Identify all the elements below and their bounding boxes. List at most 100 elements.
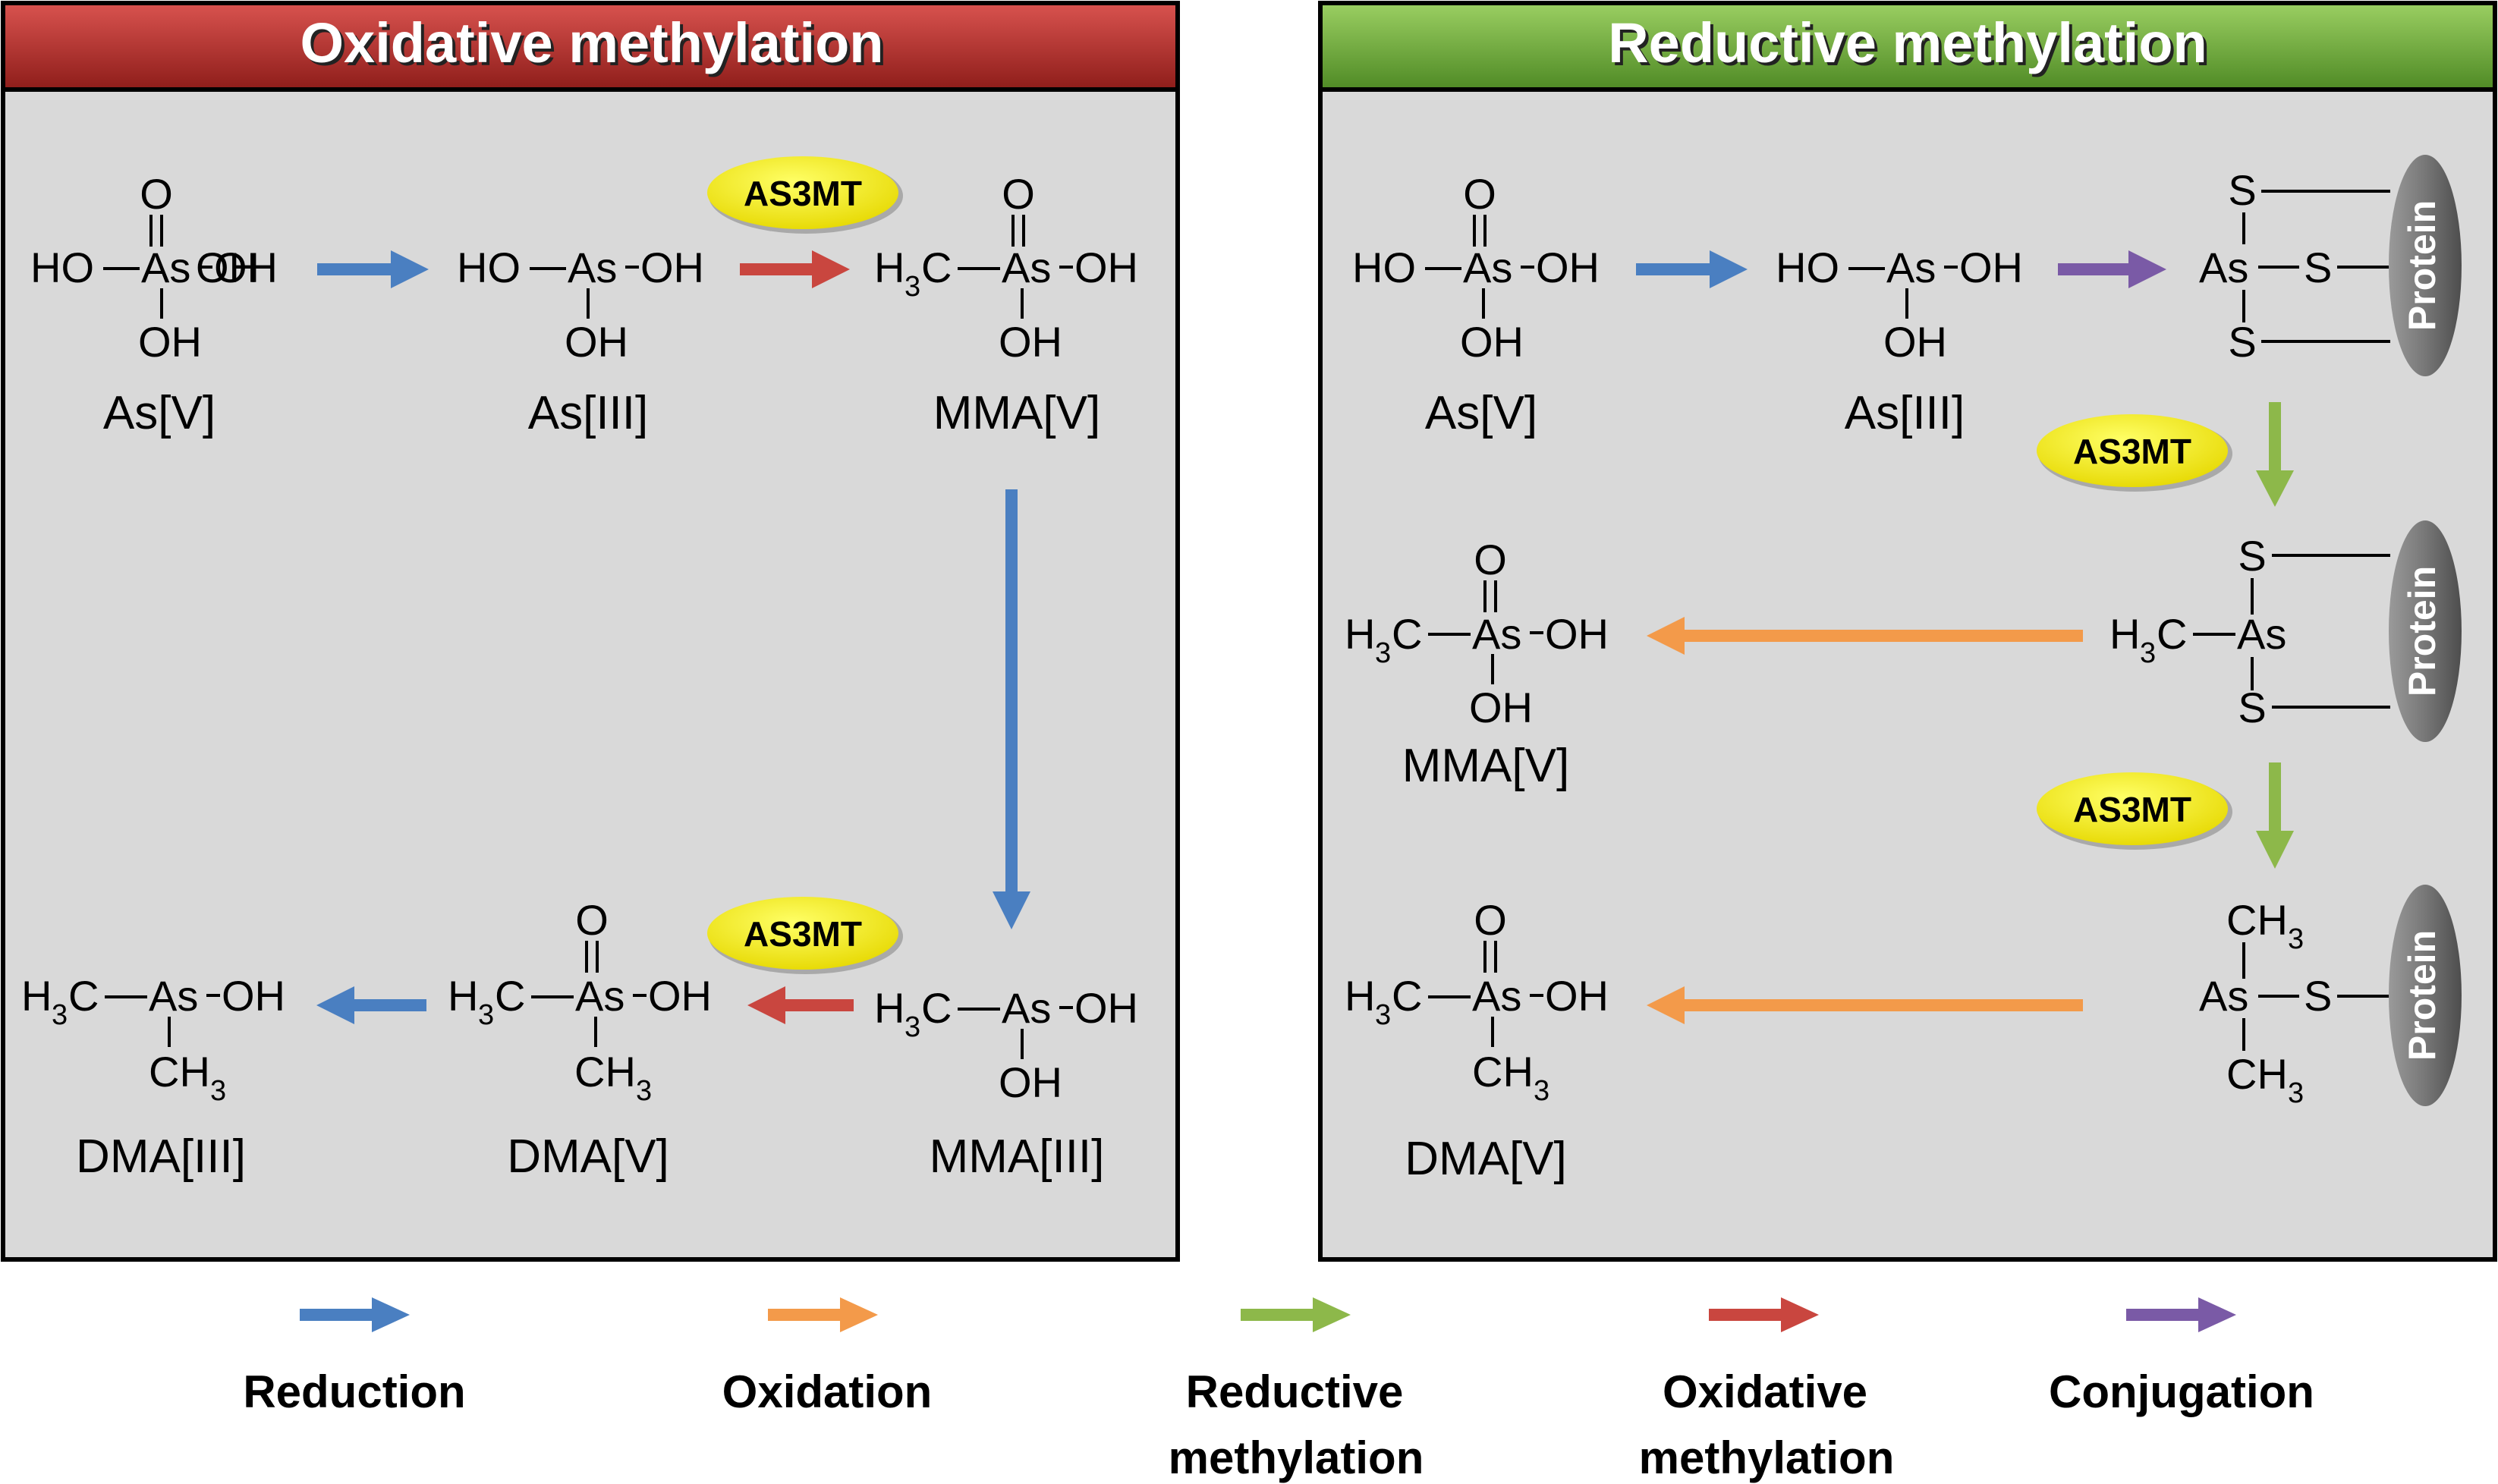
oh-label: OH [1074, 984, 1138, 1032]
compound-label-asiii: As[III] [1845, 387, 1965, 439]
ch-label: CH [1472, 1048, 1534, 1096]
as-label: As [575, 972, 624, 1020]
sulfur-label: S [2228, 318, 2256, 366]
reductive-title-shadow: Reductive methylation [1611, 14, 2210, 77]
ch-label: CH [574, 1048, 636, 1096]
h-label: H [874, 244, 905, 291]
as-label: As [1886, 244, 1936, 291]
as3mt-enzyme-badge: AS3MT [707, 897, 903, 974]
as-label: As [1472, 972, 1521, 1020]
oh-label: OH [1545, 972, 1609, 1020]
c-label: C [921, 984, 952, 1032]
as-label: As [1472, 610, 1521, 658]
reductive-methylation-arrow [2256, 762, 2294, 869]
h-label: H [874, 984, 905, 1032]
oxygen-label: O [575, 896, 609, 944]
reductive-methylation-arrow [2256, 402, 2294, 507]
reductive-panel-body [1318, 87, 2497, 1262]
h-label: H [448, 972, 478, 1020]
as3mt-enzyme-badge: AS3MT [2037, 772, 2232, 850]
compound-label-asv: As[V] [1425, 387, 1537, 439]
sulfur-label: S [2238, 684, 2266, 731]
ch-label: CH [2226, 1050, 2288, 1098]
as-label: As [141, 244, 190, 291]
subscript-3: 3 [478, 999, 494, 1031]
left-dmav-structure: O H 3 C As OH CH 3 [448, 896, 712, 1107]
compound-label-dmav: DMA[V] [507, 1130, 669, 1183]
oh-label: OH [214, 244, 278, 291]
c-label: C [921, 244, 952, 291]
oh-label: OH [1959, 244, 2023, 291]
ho-label: HO [1352, 244, 1416, 291]
oxidative-title: Oxidative methylation [300, 11, 884, 74]
sulfur-label: S [2304, 244, 2332, 291]
oh-label: OH [1469, 684, 1533, 731]
oh-label: OH [1074, 244, 1138, 291]
legend-label: Oxidative [1663, 1366, 1867, 1417]
as3mt-enzyme-badge: AS3MT [707, 156, 903, 234]
compound-label-asiii: As[III] [528, 387, 648, 439]
sulfur-label: S [2238, 532, 2266, 580]
protein-label: Protein [2401, 566, 2443, 696]
legend-item-oxidation: Oxidation [722, 1297, 933, 1417]
oxidative-panel-body [1, 87, 1180, 1262]
oxygen-label: O [1002, 170, 1035, 218]
subscript-3: 3 [905, 271, 920, 303]
as-label: As [1002, 984, 1051, 1032]
subscript-3: 3 [2140, 637, 2156, 669]
c-label: C [1392, 610, 1422, 658]
compound-label-dmaiii: DMA[III] [76, 1130, 246, 1183]
methylarsenic-protein-conjugate: S H 3 C As S Protein [2109, 520, 2462, 742]
h-label: H [2109, 610, 2140, 658]
as-label: As [1463, 244, 1512, 291]
ch-label: CH [2226, 896, 2288, 944]
oxidative-panel-header [1, 1, 1180, 92]
oh-label: OH [999, 318, 1062, 366]
c-label: C [68, 972, 99, 1020]
legend-label: Oxidation [722, 1366, 933, 1417]
left-asiii-structure: HO As OH OH [457, 244, 704, 366]
sulfur-label: S [2304, 972, 2332, 1020]
oxidative-panel: Oxidative methylation Oxidative methylat… [1, 1, 1180, 1262]
oxidative-methylation-arrow [740, 250, 850, 288]
h-label: H [1345, 972, 1375, 1020]
c-label: C [495, 972, 525, 1020]
sulfur-label: S [2228, 166, 2256, 214]
compound-label-mmaiii: MMA[III] [930, 1130, 1105, 1183]
subscript-3: 3 [52, 999, 68, 1031]
oh-label: OH [999, 1058, 1062, 1106]
c-label: C [2157, 610, 2187, 658]
arsenic-protein-conjugate: S As S S Protein [2199, 155, 2462, 376]
ho-label: HO [30, 244, 94, 291]
subscript-3: 3 [1375, 637, 1391, 669]
oh-label: OH [1536, 244, 1600, 291]
right-mmav-structure: O H 3 C As OH OH [1345, 536, 1609, 731]
as3mt-enzyme-badge: AS3MT [2037, 414, 2232, 492]
oxygen-label: O [140, 170, 173, 218]
oxidative-title-shadow: Oxidative methylation [304, 14, 887, 77]
as-label: As [2199, 244, 2248, 291]
h-label: H [1345, 610, 1375, 658]
protein-shape [2389, 885, 2462, 1106]
oxygen-label: O [1474, 896, 1507, 944]
h-label: H [21, 972, 52, 1020]
legend-label: Reductive [1186, 1366, 1404, 1417]
oh-label: OH [640, 244, 704, 291]
oxygen-label: O [1474, 536, 1507, 583]
subscript-3: 3 [210, 1075, 226, 1107]
subscript-3: 3 [636, 1075, 652, 1107]
as-label: As [568, 244, 617, 291]
protein-shape [2389, 520, 2462, 742]
as-label: As [1002, 244, 1051, 291]
as-label: As [2237, 610, 2286, 658]
as-label: As [2199, 972, 2248, 1020]
protein-label: Protein [2401, 200, 2443, 331]
reduction-arrow [316, 986, 426, 1024]
reduction-arrow [1636, 250, 1748, 288]
protein-label: Protein [2401, 930, 2443, 1061]
legend-label: methylation [1639, 1432, 1895, 1483]
conjugation-arrow [2058, 250, 2166, 288]
oxidation-arrow [1647, 617, 2083, 655]
subscript-3: 3 [905, 1011, 920, 1043]
right-asiii-structure: HO As OH OH [1776, 244, 2023, 366]
